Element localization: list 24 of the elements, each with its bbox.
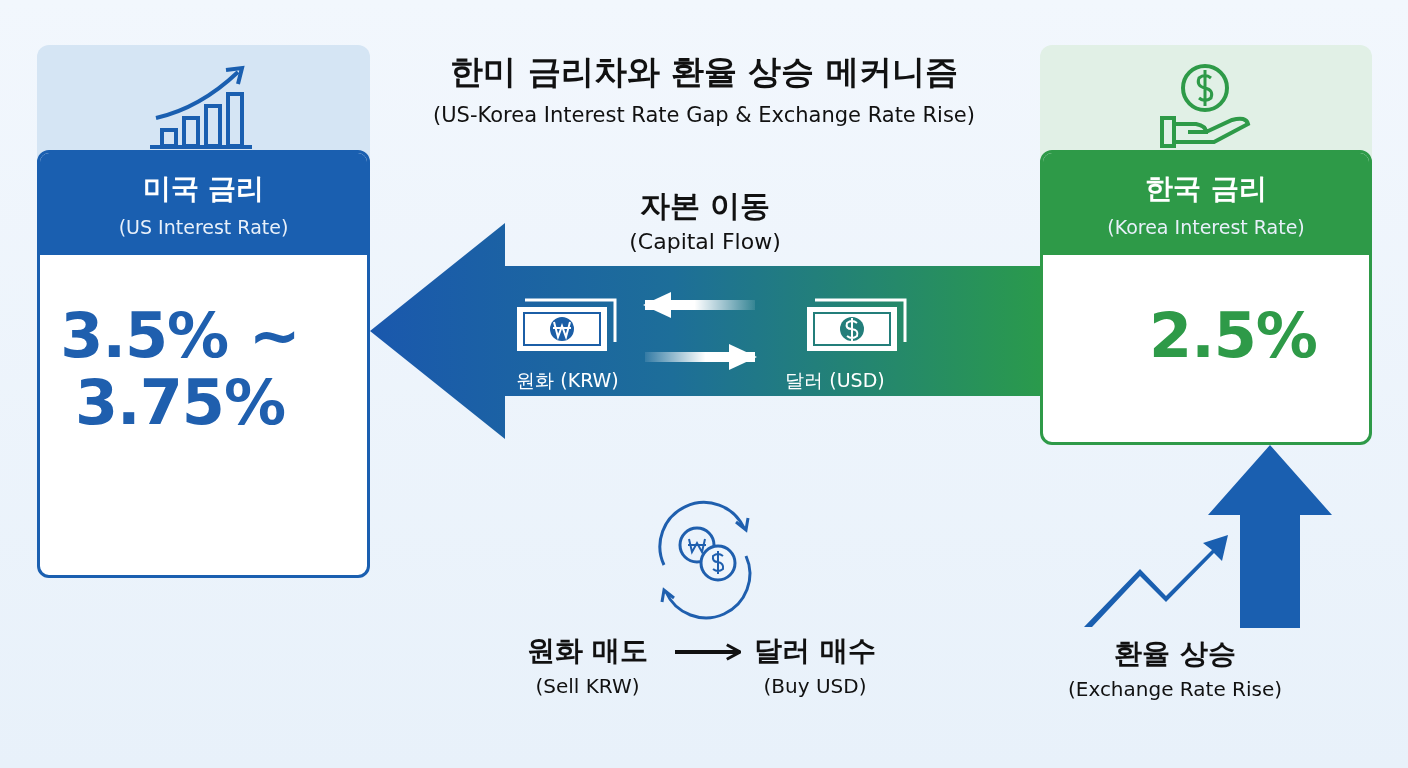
title: 한미 금리차와 환율 상승 메커니즘 [449, 51, 959, 93]
arrow [643, 292, 755, 318]
subtitle: (US-Korea Interest Rate Gap & Exchange Rate Rise) [432, 103, 976, 127]
card-title: 한국 금리 [1145, 171, 1267, 207]
rate-value: 2.5% [1148, 303, 1318, 370]
card-subtitle: (Korea Interest Rate) [1107, 216, 1305, 238]
step-subtitle: (Buy USD) [763, 674, 867, 698]
step-title: 달러 매수 [754, 633, 876, 669]
flow-arrow [370, 223, 1040, 439]
card-subtitle: (US Interest Rate) [118, 216, 289, 238]
rate-card [37, 150, 370, 578]
arrow [645, 344, 757, 370]
arrow [675, 643, 742, 661]
rate-value: 3.5% ~ 3.75% [60, 303, 300, 437]
currency-label: 달러 (USD) [785, 368, 885, 393]
step-subtitle: (Sell KRW) [535, 674, 640, 698]
step-subtitle: (Exchange Rate Rise) [1067, 677, 1283, 701]
step-title: 환율 상승 [1114, 636, 1236, 672]
step-title: 원화 매도 [526, 633, 649, 669]
edge-label: 자본 이동 (Capital Flow) [628, 187, 782, 256]
rate-card [1040, 150, 1372, 445]
flow-arrow [1208, 445, 1332, 628]
currency-label: 원화 (KRW) [516, 368, 619, 393]
card-title: 미국 금리 [142, 171, 265, 207]
